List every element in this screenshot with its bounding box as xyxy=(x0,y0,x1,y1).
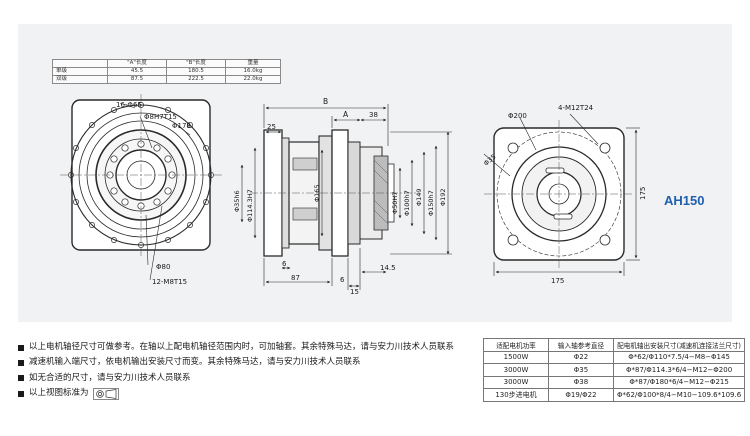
side-d6a-label: 6 xyxy=(282,260,287,268)
table-row: 3000W Φ35 Φ*87/Φ114.3*6/4−M12−Φ200 xyxy=(483,363,746,377)
side-d25-label: 25 xyxy=(267,123,276,131)
table-row: 双级 87.5 222.5 22.0kg xyxy=(52,75,281,84)
table-cell: Φ35 xyxy=(548,363,614,377)
list-item: 以上视图标准为 xyxy=(18,386,454,401)
side-d6b-label: 6 xyxy=(340,276,345,284)
bullet-icon xyxy=(18,344,24,351)
note-text: 以上电机轴径尺寸可做参考。在轴以上配电机轴径范围内时，可加轴套。其余特殊马达，请… xyxy=(29,342,455,352)
notes-list: 以上电机轴径尺寸可做参考。在轴以上配电机轴径范围内时，可加轴套。其余特殊马达，请… xyxy=(18,340,454,401)
side-d35-label: Φ35h6 xyxy=(233,190,241,212)
note-text: 如无合适的尺寸，请与安力川技术人员联系 xyxy=(29,372,191,383)
technical-drawing: 16-Φ65 Φ8H7T15 Φ178 Φ80 12-M8T15 xyxy=(60,94,647,296)
table-cell: Φ*62/Φ100*8/4−M10−109.6*109.6 xyxy=(612,388,746,402)
rear-height-label: 175 xyxy=(639,187,647,200)
side-d150-label: Φ150h7 xyxy=(427,190,435,216)
table-row: 适配电机功率 输入轴参考直径 配电机轴出安装尺寸(减速机连接法兰尺寸) xyxy=(483,338,746,352)
table-header: 输入轴参考直径 xyxy=(548,338,614,352)
table-row: 3000W Φ38 Φ*87/Φ180*6/4−M12−Φ215 xyxy=(483,375,746,389)
side-B-label: B xyxy=(323,97,328,106)
side-d87-label: 87 xyxy=(291,274,300,282)
model-label: AH150 xyxy=(664,193,705,208)
front-inner-dia-label: Φ80 xyxy=(156,263,170,271)
side-d100-label: Φ100h7 xyxy=(403,190,411,216)
rear-d200-label: Φ200 xyxy=(508,112,527,120)
table-cell: 3000W xyxy=(483,375,549,389)
side-d165-label: Φ165 xyxy=(313,184,321,202)
list-item: 减速机输入端尺寸，依电机输出安装尺寸而变。其余特殊马达，请与安力川技术人员联系 xyxy=(18,355,454,370)
rear-view xyxy=(483,113,640,276)
table-header: 配电机轴出安装尺寸(减速机连接法兰尺寸) xyxy=(612,338,746,352)
table-cell: 3000W xyxy=(483,363,549,377)
table-row: 1500W Φ22 Φ*62/Φ110*7.5/4−M8−Φ145 xyxy=(483,350,746,364)
front-bolt-circle-label: 16-Φ65 xyxy=(116,101,142,109)
side-d15-label: 15 xyxy=(350,288,359,296)
list-item: 如无合适的尺寸，请与安力川技术人员联系 xyxy=(18,371,454,386)
front-pilot-label: Φ8H7T15 xyxy=(144,113,177,121)
side-d192-label: Φ192 xyxy=(439,188,447,206)
table-cell: Φ*87/Φ114.3*6/4−M12−Φ200 xyxy=(612,363,746,377)
side-d38-label: 38 xyxy=(369,111,378,119)
bullet-icon xyxy=(18,375,24,382)
table-header: 适配电机功率 xyxy=(483,338,549,352)
front-screws-label: 12-M8T15 xyxy=(152,278,187,286)
side-d14-label: 14.5 xyxy=(380,264,396,272)
side-view xyxy=(240,104,452,290)
projection-symbol-icon xyxy=(92,387,119,400)
rear-width-label: 175 xyxy=(551,277,564,285)
table-cell: Φ38 xyxy=(548,375,614,389)
table-cell: Φ*62/Φ110*7.5/4−M8−Φ145 xyxy=(612,350,746,364)
table-cell: 130步进电机 xyxy=(483,388,549,402)
table-row: "A"长度 "B"长度 重量 xyxy=(52,59,281,68)
table-cell: Φ22 xyxy=(548,350,614,364)
motor-adapter-table: 适配电机功率 输入轴参考直径 配电机轴出安装尺寸(减速机连接法兰尺寸) 1500… xyxy=(483,338,746,402)
table-cell: Φ19/Φ22 xyxy=(548,388,614,402)
rear-holes-label: 4-M12T24 xyxy=(558,104,594,112)
side-d114-label: Φ114.3H7 xyxy=(246,189,254,222)
table-cell: 1500W xyxy=(483,350,549,364)
side-d149-label: Φ149 xyxy=(415,188,423,206)
dimension-table: "A"长度 "B"长度 重量 单级 45.5 180.5 16.0kg 双级 8… xyxy=(52,59,281,84)
table-cell: Φ*87/Φ180*6/4−M12−Φ215 xyxy=(612,375,746,389)
note-text: 以上视图标准为 xyxy=(29,387,89,398)
table-cell: 22.0kg xyxy=(225,75,281,84)
side-d50-label: Φ50H7 xyxy=(391,192,399,214)
side-A-label: A xyxy=(343,110,349,119)
note-text: 减速机输入端尺寸，依电机输出安装尺寸而变。其余特殊马达，请与安力川技术人员联系 xyxy=(29,357,361,368)
bullet-icon xyxy=(18,390,24,397)
front-view xyxy=(60,94,222,281)
list-item: 以上电机轴径尺寸可做参考。在轴以上配电机轴径范围内时，可加轴套。其余特殊马达，请… xyxy=(18,340,454,355)
table-row: 130步进电机 Φ19/Φ22 Φ*62/Φ100*8/4−M10−109.6*… xyxy=(483,388,746,402)
bullet-icon xyxy=(18,359,24,366)
front-outer-dia-label: Φ178 xyxy=(172,122,191,130)
